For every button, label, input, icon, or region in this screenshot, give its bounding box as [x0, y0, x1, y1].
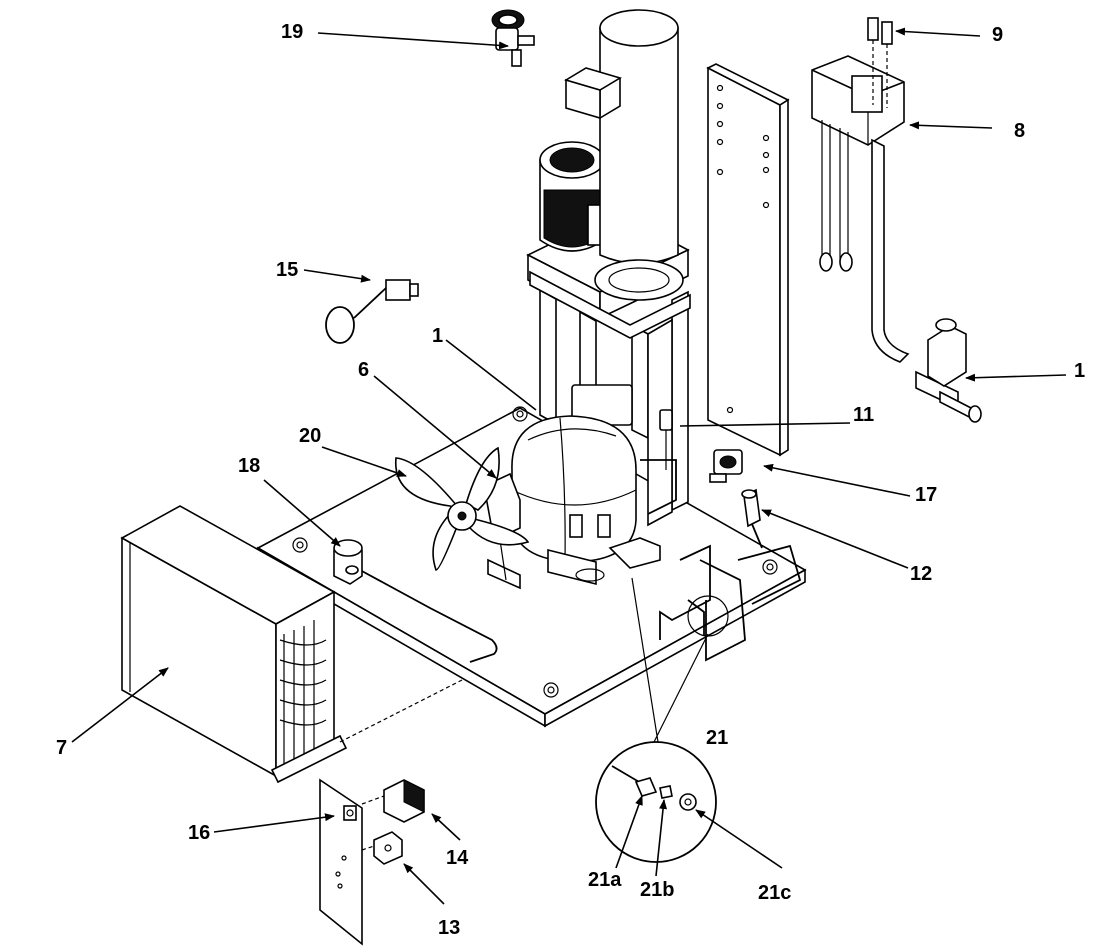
- callout-12: 12: [910, 563, 932, 585]
- leader-lines: [71, 27, 1067, 905]
- callout-9: 9: [992, 24, 1003, 46]
- callout-13: 13: [438, 917, 460, 939]
- callout-16: 16: [188, 822, 210, 844]
- callout-1-compressor: 1: [432, 325, 443, 347]
- drier-fitting: [687, 595, 729, 637]
- accumulator: [333, 539, 363, 585]
- callout-labels: 19 9 8 15 1 1 6 11 20 18 17 12 7 21 16 1…: [56, 21, 1085, 939]
- condenser-coil: [120, 505, 348, 784]
- callout-18: 18: [238, 455, 260, 477]
- relay-13: [361, 831, 403, 865]
- callout-21b: 21b: [640, 879, 674, 901]
- fan-blade: [395, 446, 530, 571]
- callout-19: 19: [281, 21, 303, 43]
- pressure-switch-11: [659, 409, 673, 470]
- control-panel: [319, 778, 363, 946]
- thermostat-bulb: [325, 279, 419, 344]
- mounting-dashed-line: [339, 679, 463, 743]
- high-pressure-switch-12: [741, 488, 763, 549]
- expansion-valve: [491, 9, 535, 67]
- contactor-14: [361, 779, 425, 823]
- detail-magnifier: [595, 577, 717, 863]
- evaporator-column: [564, 9, 684, 301]
- callout-15: 15: [276, 259, 298, 281]
- callout-6: 6: [358, 359, 369, 381]
- callout-1-valve: 1: [1074, 360, 1085, 382]
- callout-21a: 21a: [588, 869, 622, 891]
- callout-21: 21: [706, 727, 728, 749]
- callout-7: 7: [56, 737, 67, 759]
- reservoir-assembly: [811, 55, 910, 363]
- compressor: [511, 415, 661, 586]
- gear-motor: [539, 141, 615, 252]
- callout-17: 17: [915, 484, 937, 506]
- callout-8: 8: [1014, 120, 1025, 142]
- water-inlet-valve: [915, 318, 982, 423]
- solenoid-valve-17: [709, 449, 743, 483]
- callout-11: 11: [853, 404, 874, 426]
- callout-21c: 21c: [758, 882, 791, 904]
- float-switch: [867, 17, 893, 108]
- callout-20: 20: [299, 425, 321, 447]
- callout-14: 14: [446, 847, 469, 869]
- side-panel: [706, 63, 790, 457]
